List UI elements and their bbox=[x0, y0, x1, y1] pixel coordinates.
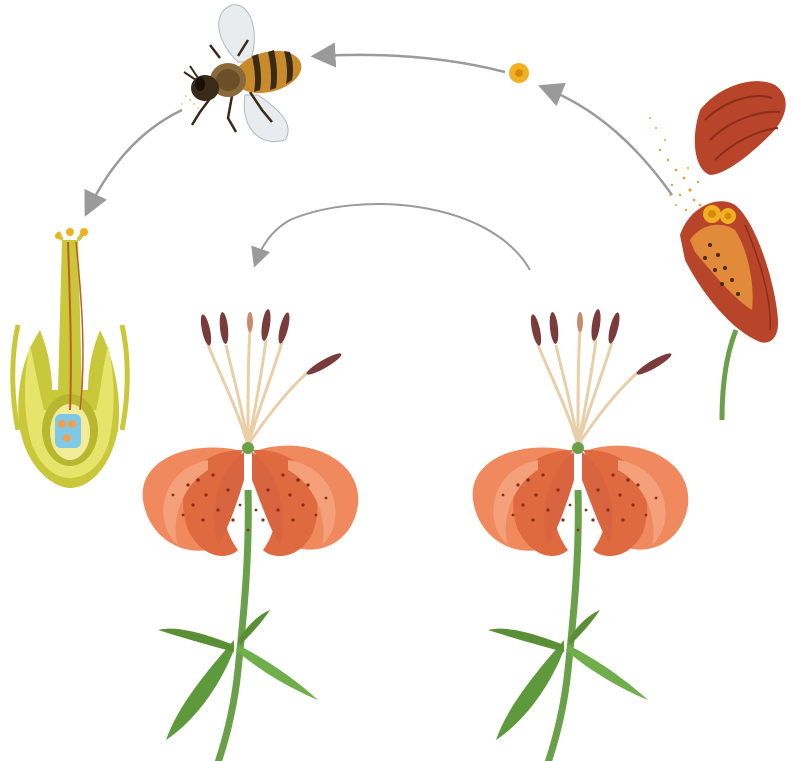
tiger-lily-source-icon bbox=[473, 309, 689, 761]
tiger-lily-pollinated-icon bbox=[143, 309, 359, 761]
arrow-source-to-pollinated bbox=[256, 204, 530, 270]
anther-lobe-icon bbox=[695, 81, 786, 175]
pollen-grain-icon bbox=[509, 63, 529, 83]
arrow-anther-to-pollen bbox=[545, 88, 672, 195]
arrow-pollen-to-bee bbox=[318, 55, 505, 72]
pistil-cross-section-icon bbox=[13, 228, 128, 488]
arrow-bee-to-pistil bbox=[88, 110, 182, 210]
bee-icon bbox=[181, 5, 306, 142]
